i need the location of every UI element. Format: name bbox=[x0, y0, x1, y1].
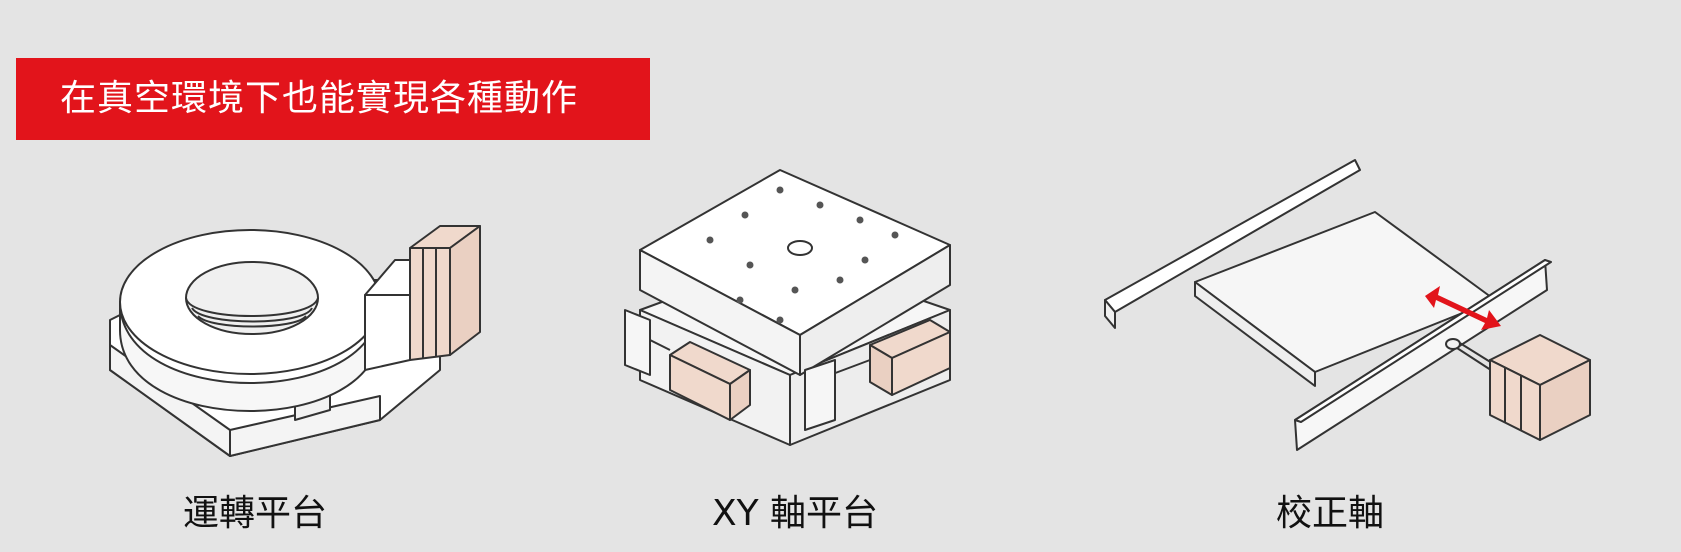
title-banner: 在真空環境下也能實現各種動作 bbox=[16, 58, 650, 140]
alignment-axis-icon bbox=[1104, 159, 1591, 451]
caption-xy-stage: XY 軸平台 bbox=[711, 493, 879, 534]
rotary-stage-icon bbox=[109, 225, 481, 457]
xy-stage-figure bbox=[624, 160, 1010, 450]
rotary-stage-figure bbox=[80, 220, 540, 460]
xy-stage-icon bbox=[624, 169, 951, 446]
alignment-axis-figure bbox=[1104, 150, 1625, 451]
caption-alignment-axis: 校正軸 bbox=[1275, 493, 1384, 534]
caption-rotary-stage: 運轉平台 bbox=[182, 493, 327, 534]
